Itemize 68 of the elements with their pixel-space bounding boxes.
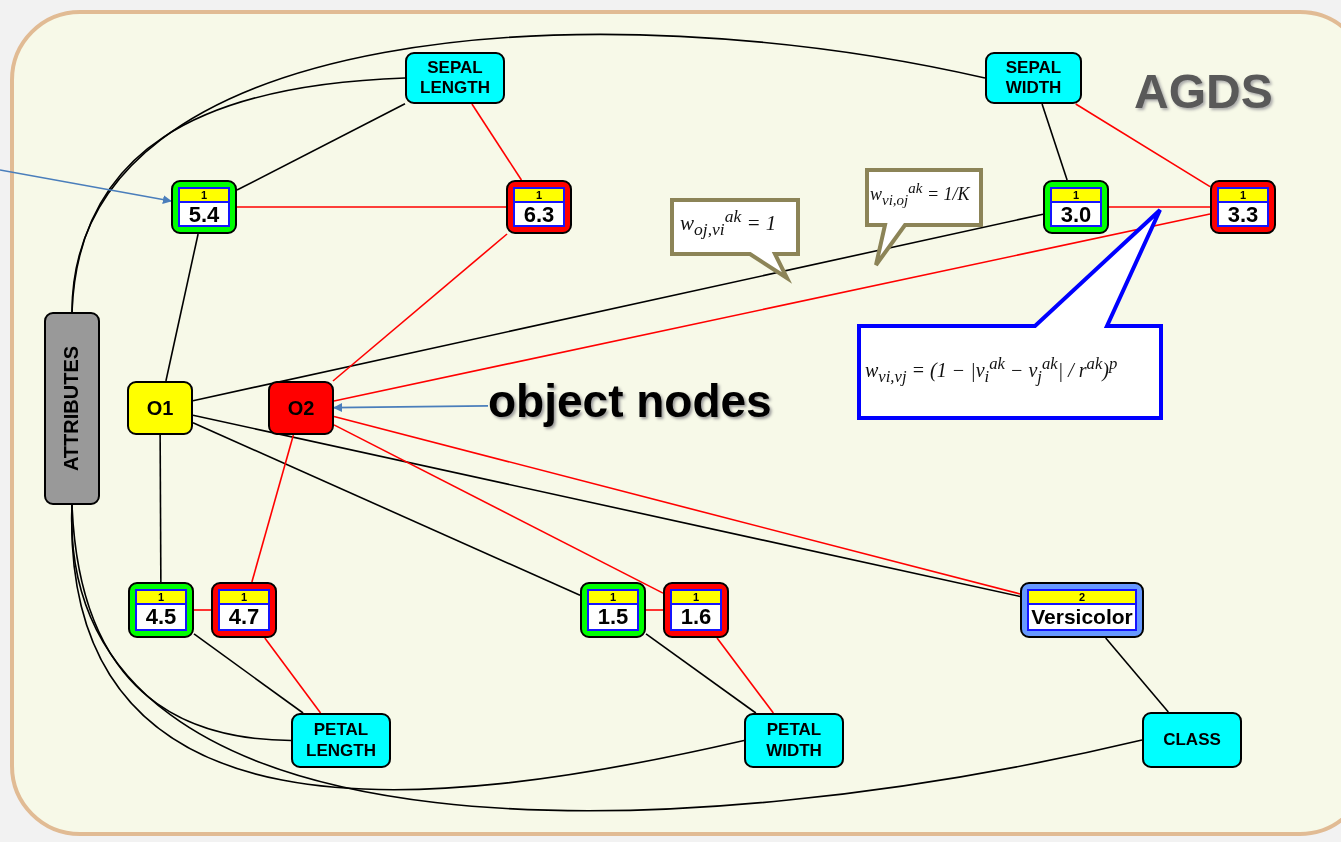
connector-line	[264, 637, 322, 714]
value-node	[128, 582, 194, 638]
attributes-box	[44, 312, 100, 505]
connector-line	[192, 213, 1044, 402]
connector-line	[332, 233, 508, 382]
value-node	[1020, 582, 1144, 638]
value-node	[171, 180, 237, 234]
value-node	[1210, 180, 1276, 234]
connector-line	[645, 609, 664, 611]
count-label: 1	[1219, 189, 1267, 203]
arrow	[333, 403, 489, 413]
count-label: 1	[672, 591, 720, 605]
value-label: Versicolor	[1030, 605, 1134, 629]
annotation-text: object nodes	[488, 374, 772, 428]
value-label: 4.7	[227, 605, 261, 629]
attribute-node: SEPAL WIDTH	[985, 52, 1082, 104]
title-label: AGDS	[1134, 64, 1273, 119]
connector-line	[71, 504, 1143, 811]
connector-line	[193, 633, 304, 714]
value-node	[506, 180, 572, 234]
value-label: 3.3	[1226, 203, 1260, 227]
connector-line	[159, 434, 162, 583]
connector-line	[236, 102, 406, 191]
connector-line	[165, 233, 199, 382]
count-label: 2	[1029, 591, 1135, 605]
attribute-node: PETAL WIDTH	[744, 713, 844, 768]
value-label: 1.5	[596, 605, 630, 629]
connector-line	[1041, 103, 1068, 181]
connector-line	[1104, 637, 1170, 713]
value-label: 4.5	[144, 605, 178, 629]
connector-line	[645, 633, 757, 714]
value-node	[211, 582, 277, 638]
value-label: 5.4	[187, 203, 221, 227]
value-label: 6.3	[522, 203, 556, 227]
connector-line	[236, 206, 507, 208]
attribute-node: PETAL LENGTH	[291, 713, 391, 768]
object-node: O2	[268, 381, 334, 435]
formula-text: w$_{vi,oj}$$^{ak}$ = 1/K	[870, 180, 970, 209]
connector-line	[471, 103, 523, 181]
connector-line	[333, 424, 664, 594]
connector-line	[251, 434, 295, 583]
arrow	[0, 169, 172, 204]
connector-line	[716, 637, 775, 714]
count-label: 1	[220, 591, 268, 605]
value-label: 1.6	[679, 605, 713, 629]
connector-line	[71, 33, 986, 313]
connector-line	[1074, 103, 1211, 188]
connector-line	[1108, 206, 1211, 208]
attribute-node: SEPAL LENGTH	[405, 52, 505, 104]
connector-line	[192, 414, 1021, 598]
formula-text: w$_{vi,vj}$ = (1 − |v$_{i}$$^{ak}$ − v$_{j}$$^{ak}$| / r$^{ak}$)$^{p}$	[865, 354, 1118, 387]
count-label: 1	[515, 189, 563, 203]
value-label: 3.0	[1059, 203, 1093, 227]
count-label: 1	[180, 189, 228, 203]
formula-text: w$_{oj,vi}$$^{ak}$ = 1	[680, 206, 777, 241]
connector-line	[192, 421, 581, 597]
vertical-label: ATTRIBUTES	[60, 345, 84, 472]
connector-line	[333, 213, 1211, 402]
object-node: O1	[127, 381, 193, 435]
value-node	[580, 582, 646, 638]
count-label: 1	[1052, 189, 1100, 203]
connector-line	[193, 609, 212, 611]
attribute-node: CLASS	[1142, 712, 1242, 768]
value-node	[663, 582, 729, 638]
connector-line	[333, 415, 1021, 595]
value-node	[1043, 180, 1109, 234]
count-label: 1	[589, 591, 637, 605]
count-label: 1	[137, 591, 185, 605]
